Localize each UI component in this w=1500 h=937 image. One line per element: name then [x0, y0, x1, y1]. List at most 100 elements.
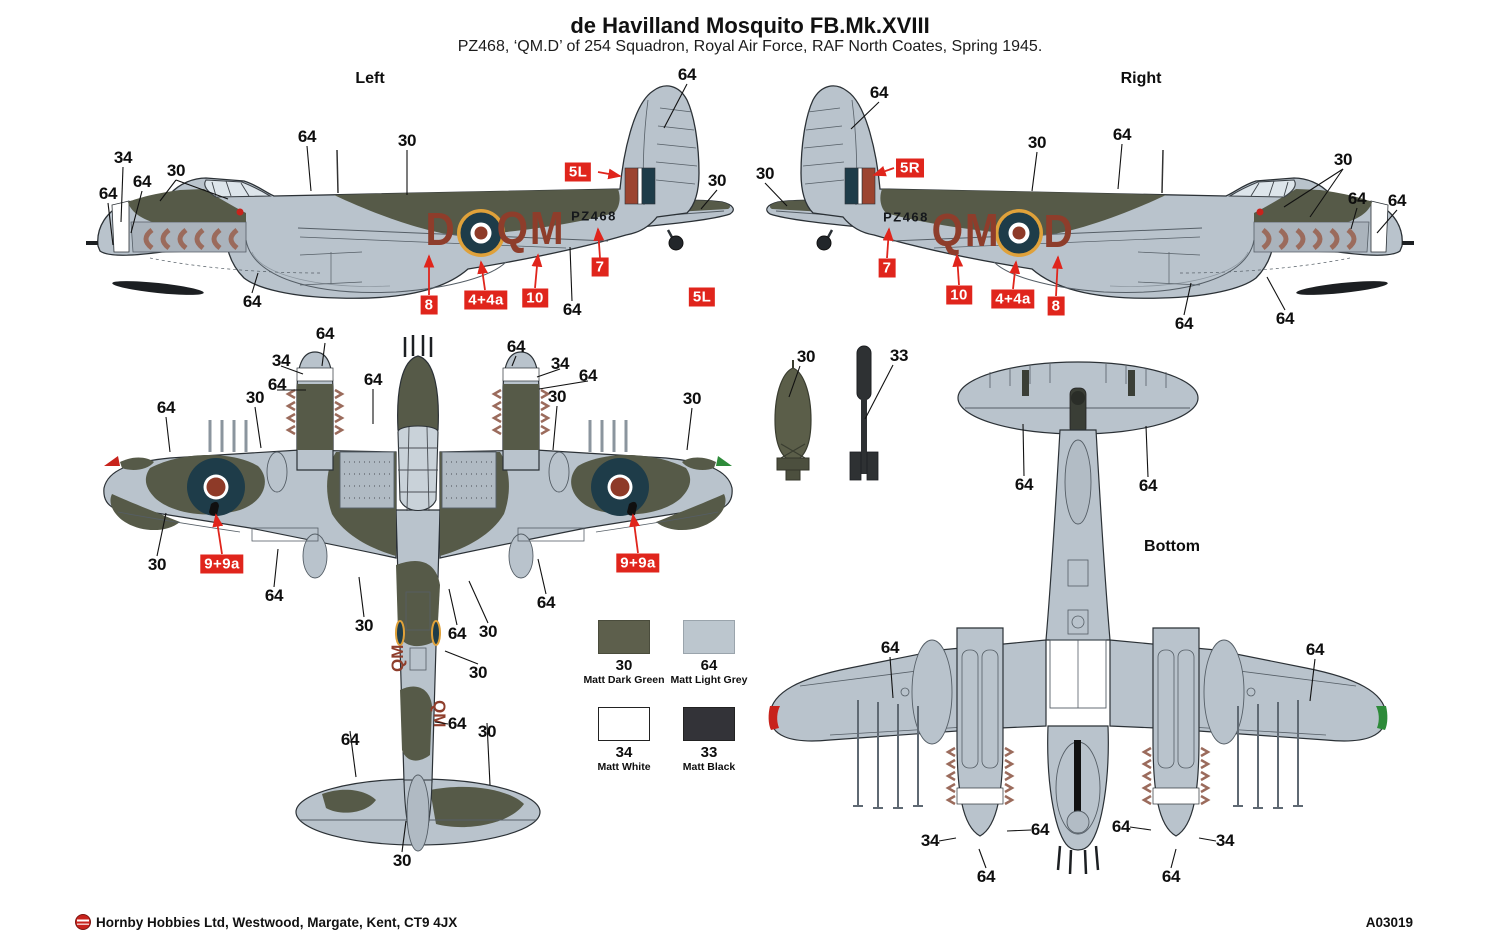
paint-callout: 64	[1111, 817, 1131, 836]
paint-code: 30	[615, 657, 633, 674]
paint-callout: 64	[264, 586, 284, 605]
paint-callout: 64	[1174, 314, 1194, 333]
right-code-letter-d: D	[1043, 205, 1075, 257]
paint-callout: 33	[889, 346, 909, 365]
paint-callout: 30	[682, 389, 702, 408]
right-side-view	[767, 86, 1414, 298]
paint-callout: 30	[245, 388, 265, 407]
right-view-label: Right	[1120, 70, 1162, 87]
top-view-code-right: QM	[430, 700, 449, 727]
decal-tag: 7	[591, 257, 609, 277]
page-title: de Havilland Mosquito FB.Mk.XVIII	[570, 13, 930, 38]
callout-leader-lines	[107, 83, 1398, 869]
paint-code: 64	[700, 657, 718, 674]
paint-callout: 64	[1030, 820, 1050, 839]
paint-swatch-dark-green	[598, 620, 650, 654]
paint-callout: 64	[869, 83, 889, 102]
right-code-letters-qm: QM	[931, 204, 1001, 256]
paint-callout: 64	[1305, 640, 1325, 659]
paint-callout: 30	[147, 555, 167, 574]
paint-callout: 30	[354, 616, 374, 635]
paint-callout: 64	[506, 337, 526, 356]
paint-swatch-black	[683, 707, 735, 741]
paint-callout: 30	[1027, 133, 1047, 152]
paint-callout: 64	[447, 714, 467, 733]
paint-callout: 64	[536, 593, 556, 612]
paint-callout: 64	[578, 366, 598, 385]
top-view-code-left: QM	[388, 645, 407, 672]
legend-item: 64 Matt Light Grey	[670, 620, 748, 686]
left-serial: PZ468	[571, 208, 617, 224]
decal-tag: 9+9a	[616, 553, 660, 573]
hornby-logo	[75, 914, 91, 930]
publisher-address: Hornby Hobbies Ltd, Westwood, Margate, K…	[96, 915, 458, 930]
legend-item: 33 Matt Black	[683, 707, 735, 773]
paint-callout: 64	[1138, 476, 1158, 495]
paint-name: Matt White	[597, 761, 651, 773]
bottom-view	[768, 361, 1388, 875]
page-subtitle: PZ468, ‘QM.D’ of 254 Squadron, Royal Air…	[457, 38, 1043, 55]
decal-tag: 9+9a	[200, 554, 244, 574]
paint-callout: 30	[392, 851, 412, 870]
paint-callout: 64	[156, 398, 176, 417]
left-side-view	[86, 86, 733, 298]
paint-callout: 30	[477, 722, 497, 741]
paint-callout: 34	[550, 354, 570, 373]
paint-callout: 64	[562, 300, 582, 319]
paint-callout: 64	[880, 638, 900, 657]
decal-tag: 8	[420, 295, 438, 315]
paint-callout: 64	[1112, 125, 1132, 144]
paint-callout: 34	[271, 351, 291, 370]
product-code: A03019	[1365, 915, 1413, 930]
paint-callout: 30	[1333, 150, 1353, 169]
paint-callout: 64	[677, 65, 697, 84]
left-view-label: Left	[355, 70, 385, 87]
paint-callout: 30	[397, 131, 417, 150]
bomb-art	[774, 360, 812, 481]
decal-tag: 5L	[688, 287, 716, 307]
paint-callout: 64	[363, 370, 383, 389]
paint-callout: 64	[1387, 191, 1407, 210]
top-view: QM QM	[103, 335, 733, 852]
decal-tag: 8	[1047, 296, 1065, 316]
paint-callout: 64	[340, 730, 360, 749]
paint-code: 34	[615, 744, 633, 761]
decal-tag: 5L	[564, 162, 592, 182]
paint-callout: 64	[98, 184, 118, 203]
paint-callout: 64	[1014, 475, 1034, 494]
paint-callout: 30	[547, 387, 567, 406]
paint-swatch-white	[598, 707, 650, 741]
paint-legend: 30 Matt Dark Green 64 Matt Light Grey 34…	[583, 620, 758, 775]
paint-callout: 64	[132, 172, 152, 191]
decal-tag: 5R	[896, 158, 924, 178]
paint-callout: 64	[976, 867, 996, 886]
paint-callout: 64	[267, 375, 287, 394]
paint-callout: 30	[755, 164, 775, 183]
decal-arrow-lines	[212, 166, 1063, 555]
paint-callout: 64	[447, 624, 467, 643]
right-serial: PZ468	[883, 209, 929, 225]
paint-callout: 34	[920, 831, 940, 850]
paint-name: Matt Dark Green	[583, 674, 665, 686]
paint-callout: 64	[242, 292, 262, 311]
paint-callout: 34	[113, 148, 133, 167]
decal-tag: 7	[878, 258, 896, 278]
paint-callout: 64	[1347, 189, 1367, 208]
paint-code: 33	[700, 744, 718, 761]
left-code-letter-d: D	[425, 203, 457, 255]
paint-callout: 30	[166, 161, 186, 180]
decal-tag: 10	[522, 288, 548, 308]
paint-callout: 30	[468, 663, 488, 682]
paint-swatch-light-grey	[683, 620, 735, 654]
bottom-view-label: Bottom	[1144, 538, 1200, 555]
decal-tag: 4+4a	[991, 289, 1035, 309]
paint-callout: 30	[707, 171, 727, 190]
rocket-art	[849, 345, 879, 481]
paint-callout: 30	[796, 347, 816, 366]
paint-callout: 34	[1215, 831, 1235, 850]
legend-item: 30 Matt Dark Green	[583, 620, 665, 686]
paint-callout: 64	[1275, 309, 1295, 328]
left-code-letters-qm: QM	[496, 202, 566, 254]
